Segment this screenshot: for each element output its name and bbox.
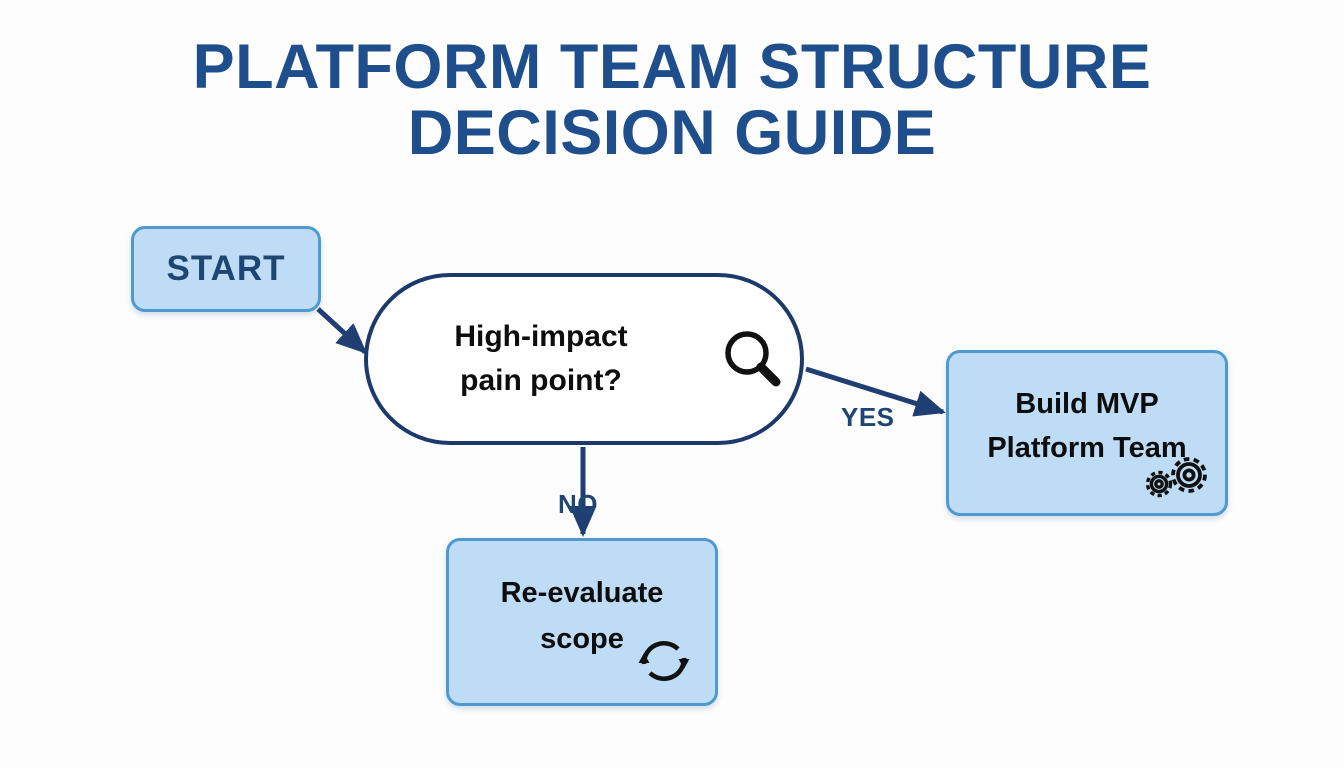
node-decision[interactable]: High-impact pain point? [364,273,804,445]
gears-icon [1141,453,1213,505]
magnifying-glass-icon [718,325,788,395]
edge-label-yes: YES [841,402,895,432]
node-re-evaluate-label: Re-evaluate scope [500,577,664,655]
node-build-mvp-label: Build MVP Platform Team [987,388,1187,464]
node-re-evaluate-scope[interactable]: Re-evaluate scope [446,538,718,706]
refresh-cycle-icon [635,633,693,689]
node-decision-label: High-impact pain point? [454,320,628,397]
edge-start-to-decision [316,307,368,355]
page-title: Platform Team Structure Decision Guide [192,32,1152,168]
node-build-mvp-platform-team[interactable]: Build MVP Platform Team [946,350,1228,516]
edge-label-no: NO [558,489,598,519]
node-start[interactable]: START [131,226,321,312]
node-start-label: START [166,249,286,288]
